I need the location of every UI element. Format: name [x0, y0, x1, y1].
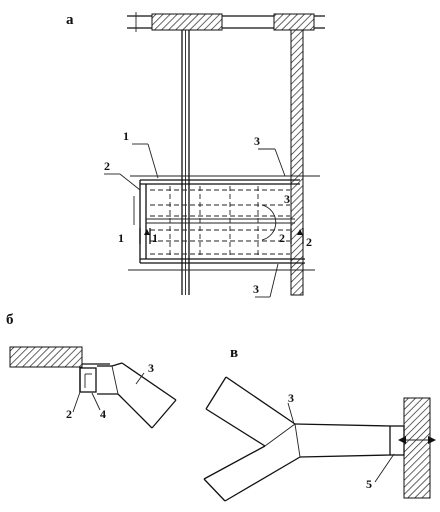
- label-a-sec1-left: 1: [118, 231, 124, 245]
- label-a-3-right: 3: [284, 192, 290, 206]
- label-a-sec2-left: 2: [279, 231, 285, 245]
- wall-section: [403, 397, 431, 499]
- panel-b: б 3 2 4: [6, 312, 177, 429]
- label-b-4: 4: [100, 407, 106, 421]
- panel-v: в 3 5: [203, 345, 436, 502]
- label-a-2: 2: [104, 159, 110, 173]
- label-b-3: 3: [148, 361, 154, 375]
- panel-label-b: б: [6, 312, 14, 328]
- label-v-3: 3: [288, 391, 294, 405]
- duct-branch-b: [97, 362, 177, 429]
- y-branch-duct: [203, 376, 405, 502]
- panel-label-v: в: [230, 345, 238, 361]
- panel-a-leaders: [104, 143, 286, 298]
- right-column: [290, 29, 304, 296]
- slab-section: [9, 346, 83, 368]
- panel-a: а: [66, 12, 325, 298]
- label-a-3-bottom: 3: [253, 282, 259, 296]
- label-b-2: 2: [66, 407, 72, 421]
- duct-frame: [128, 175, 320, 271]
- ceiling-slab: [127, 12, 325, 32]
- bracket-profile: [79, 367, 97, 393]
- label-v-5: 5: [366, 477, 372, 491]
- section-markers: [139, 228, 304, 244]
- label-a-1: 1: [123, 129, 129, 143]
- label-a-3-top: 3: [254, 134, 260, 148]
- label-a-sec2-right: 2: [306, 235, 312, 249]
- panel-label-a: а: [66, 12, 74, 28]
- left-hanger-rod: [181, 30, 190, 295]
- label-a-sec1-right: 1: [152, 231, 158, 245]
